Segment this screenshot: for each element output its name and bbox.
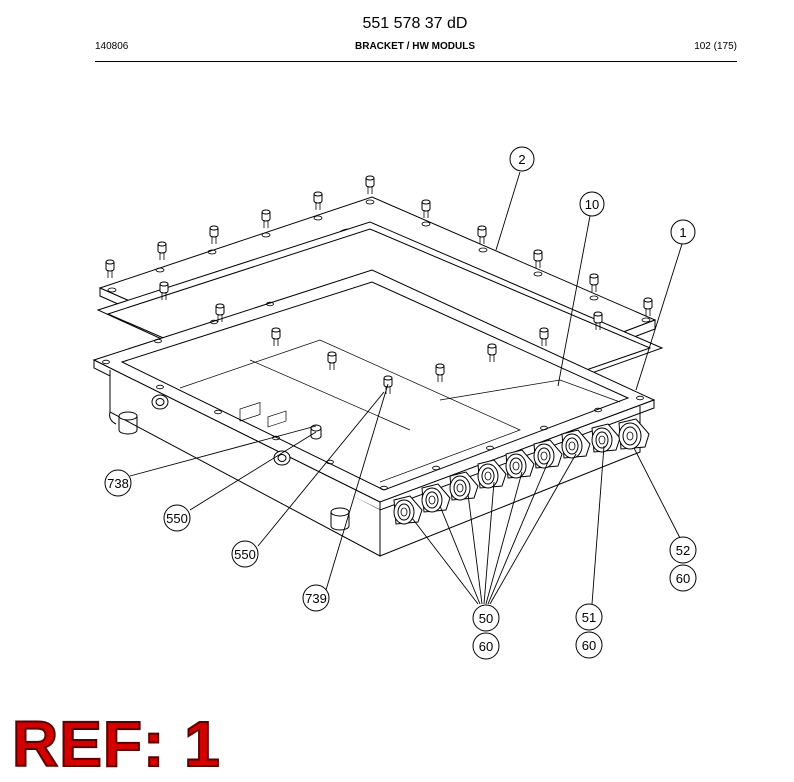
screw bbox=[261, 209, 271, 228]
callout-2: 2 bbox=[509, 146, 535, 172]
screw bbox=[533, 249, 543, 268]
svg-text:52: 52 bbox=[676, 543, 690, 558]
svg-text:60: 60 bbox=[479, 639, 493, 654]
svg-text:738: 738 bbox=[107, 476, 129, 491]
cable-gland bbox=[618, 418, 650, 450]
svg-text:550: 550 bbox=[234, 547, 256, 562]
housing-boss bbox=[118, 411, 138, 435]
cable-gland bbox=[477, 459, 507, 489]
cable-gland bbox=[533, 439, 563, 469]
cable-gland bbox=[591, 423, 621, 453]
page-title: BRACKET / HW MODULS bbox=[355, 41, 475, 52]
screw bbox=[209, 225, 219, 244]
callout-10: 10 bbox=[579, 191, 605, 217]
screw bbox=[477, 225, 487, 244]
screw bbox=[159, 281, 169, 300]
screw bbox=[157, 241, 167, 260]
callout-51: 51 bbox=[575, 603, 603, 631]
svg-text:1: 1 bbox=[679, 225, 686, 240]
screw bbox=[593, 311, 603, 330]
cable-glands bbox=[393, 418, 650, 525]
screw bbox=[271, 327, 281, 346]
callout-1: 1 bbox=[670, 219, 696, 245]
page-number: 102 (175) bbox=[694, 41, 737, 52]
housing-boss bbox=[330, 507, 350, 531]
small-fitting bbox=[310, 424, 322, 440]
lid-screws bbox=[105, 175, 653, 394]
screw bbox=[105, 259, 115, 278]
svg-text:739: 739 bbox=[305, 591, 327, 606]
screw bbox=[215, 303, 225, 322]
cable-gland bbox=[449, 471, 479, 501]
callout-550-upper: 550 bbox=[163, 504, 191, 532]
screw bbox=[539, 327, 549, 346]
screw bbox=[383, 375, 393, 394]
date-code: 140806 bbox=[95, 41, 129, 52]
callout-52: 52 bbox=[669, 536, 697, 564]
document-number: 551 578 37 dD bbox=[362, 15, 468, 32]
callout-60-under-50: 60 bbox=[472, 632, 500, 660]
header-rule bbox=[95, 61, 737, 62]
screw bbox=[327, 351, 337, 370]
callout-60-under-52: 60 bbox=[669, 564, 697, 592]
callout-550-lower: 550 bbox=[231, 540, 259, 568]
housing-boss bbox=[151, 394, 169, 410]
leader-lines bbox=[129, 171, 683, 605]
svg-text:2: 2 bbox=[518, 152, 525, 167]
screw bbox=[487, 343, 497, 362]
callout-739: 739 bbox=[302, 584, 330, 612]
callout-60-under-51: 60 bbox=[575, 631, 603, 659]
cable-gland bbox=[505, 449, 535, 479]
svg-text:60: 60 bbox=[676, 571, 690, 586]
ref-badge: REF: 1 bbox=[11, 708, 221, 780]
svg-text:550: 550 bbox=[166, 511, 188, 526]
screw bbox=[589, 273, 599, 292]
cable-gland bbox=[421, 483, 451, 513]
callout-50: 50 bbox=[472, 604, 500, 632]
cable-gland bbox=[561, 429, 591, 459]
exploded-parts-drawing: 2 10 1 738 550 550 739 50 60 51 60 bbox=[92, 146, 697, 660]
svg-text:51: 51 bbox=[582, 610, 596, 625]
svg-text:50: 50 bbox=[479, 611, 493, 626]
screw bbox=[313, 191, 323, 210]
svg-text:10: 10 bbox=[585, 197, 599, 212]
screw bbox=[435, 363, 445, 382]
screw bbox=[421, 199, 431, 218]
svg-text:60: 60 bbox=[582, 638, 596, 653]
screw bbox=[365, 175, 375, 194]
screw bbox=[643, 297, 653, 316]
cable-gland bbox=[393, 495, 423, 525]
callout-738: 738 bbox=[104, 469, 132, 497]
